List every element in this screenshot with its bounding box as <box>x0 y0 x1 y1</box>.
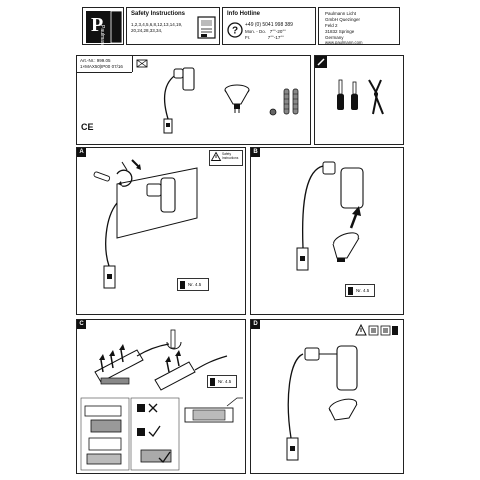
step-a-warning-icon <box>180 281 185 289</box>
step-c-panel: C <box>76 319 246 474</box>
safety-instructions-box: Safety Instructions 1,2,3,4,5,6,8,12,13,… <box>126 7 220 45</box>
company-web: www.paulmann.com <box>325 40 363 45</box>
article-divider <box>132 56 133 72</box>
step-a-tag: A <box>77 148 86 157</box>
step-c-tag: C <box>77 320 86 329</box>
step-c-warning-icon <box>210 378 215 386</box>
step-b-warning-icon <box>348 287 353 295</box>
hotline-hours-1: Mon. - Do. 7°°-20°° <box>245 29 286 34</box>
bulb-icon <box>224 84 250 113</box>
step-d-illustration <box>286 345 358 461</box>
logo-name: Paulmann <box>99 25 105 48</box>
ce-mark: CE <box>81 122 94 132</box>
company-line-4: 31832 Springe <box>325 29 355 34</box>
step-c-warning-text: Nr. 4.5 <box>218 379 232 384</box>
article-separator <box>77 72 132 73</box>
step-b-tag: B <box>251 148 260 157</box>
svg-text:?: ? <box>232 26 238 37</box>
step-b-warning-text: Nr. 4.5 <box>356 288 370 293</box>
step-a-panel: A Safety Instructions Nr. 4.5 <box>76 147 246 315</box>
step-b-panel: B Nr. 4.5 <box>250 147 404 315</box>
step-b-illustration <box>296 161 364 271</box>
company-line-1: Paulmann Licht <box>325 11 357 16</box>
article-line-2: 1×MAX50|IP00 07/16 <box>80 64 123 69</box>
step-c-illustration <box>80 329 243 471</box>
step-d-warning-icons <box>355 323 398 336</box>
hotline-hours-2: Fr. 7°°-17°° <box>245 35 284 40</box>
lamp-outline-icon <box>136 59 148 68</box>
company-line-2: GmbH Quezinger <box>325 17 361 22</box>
screws-icon <box>283 88 299 115</box>
step-a-warning-text: Nr. 4.5 <box>188 282 202 287</box>
article-line-1: Art.-Nr.: 999.05 <box>80 58 111 63</box>
nut-icon <box>269 108 277 116</box>
tools-panel <box>314 55 404 145</box>
company-line-3: Feld 2 <box>325 23 338 28</box>
hotline-phone: +49 (0) 5041 998 389 <box>245 22 293 28</box>
safety-title: Safety Instructions <box>131 11 186 17</box>
paulmann-logo <box>86 10 123 44</box>
safety-languages: 1,2,3,4,5,6,8,12,13,14,19, 20,24,28,33,3… <box>131 22 183 33</box>
company-line-5: Germany <box>325 35 344 40</box>
step-d-tag: D <box>251 320 260 329</box>
tools-icon <box>337 79 384 115</box>
company-address-box: Paulmann Licht GmbH Quezinger Feld 2 318… <box>318 7 400 45</box>
header-logo-box: P Paulmann <box>82 7 124 48</box>
info-hotline-box: Info Hotline ? +49 (0) 5041 998 389 Mon.… <box>222 7 316 45</box>
pen-icon <box>317 58 325 66</box>
logo-letter: P <box>91 14 104 36</box>
step-a-illustration <box>93 159 198 289</box>
question-icon: ? <box>227 22 243 38</box>
step-b-warning-box: Nr. 4.5 <box>345 284 375 297</box>
step-a-warning-box: Nr. 4.5 <box>177 278 209 291</box>
step-a-note-text: Safety Instructions <box>222 152 239 160</box>
step-d-panel: D <box>250 319 404 474</box>
hotline-title: Info Hotline <box>227 11 260 17</box>
warning-icon <box>210 151 222 161</box>
safety-book-icon <box>197 16 216 39</box>
parts-overview-panel: Art.-Nr.: 999.05 1×MAX50|IP00 07/16 CE <box>76 55 311 145</box>
wall-lamp-icon <box>163 67 195 134</box>
step-a-safety-note: Safety Instructions <box>209 150 243 166</box>
step-c-warning-box: Nr. 4.5 <box>207 375 237 388</box>
